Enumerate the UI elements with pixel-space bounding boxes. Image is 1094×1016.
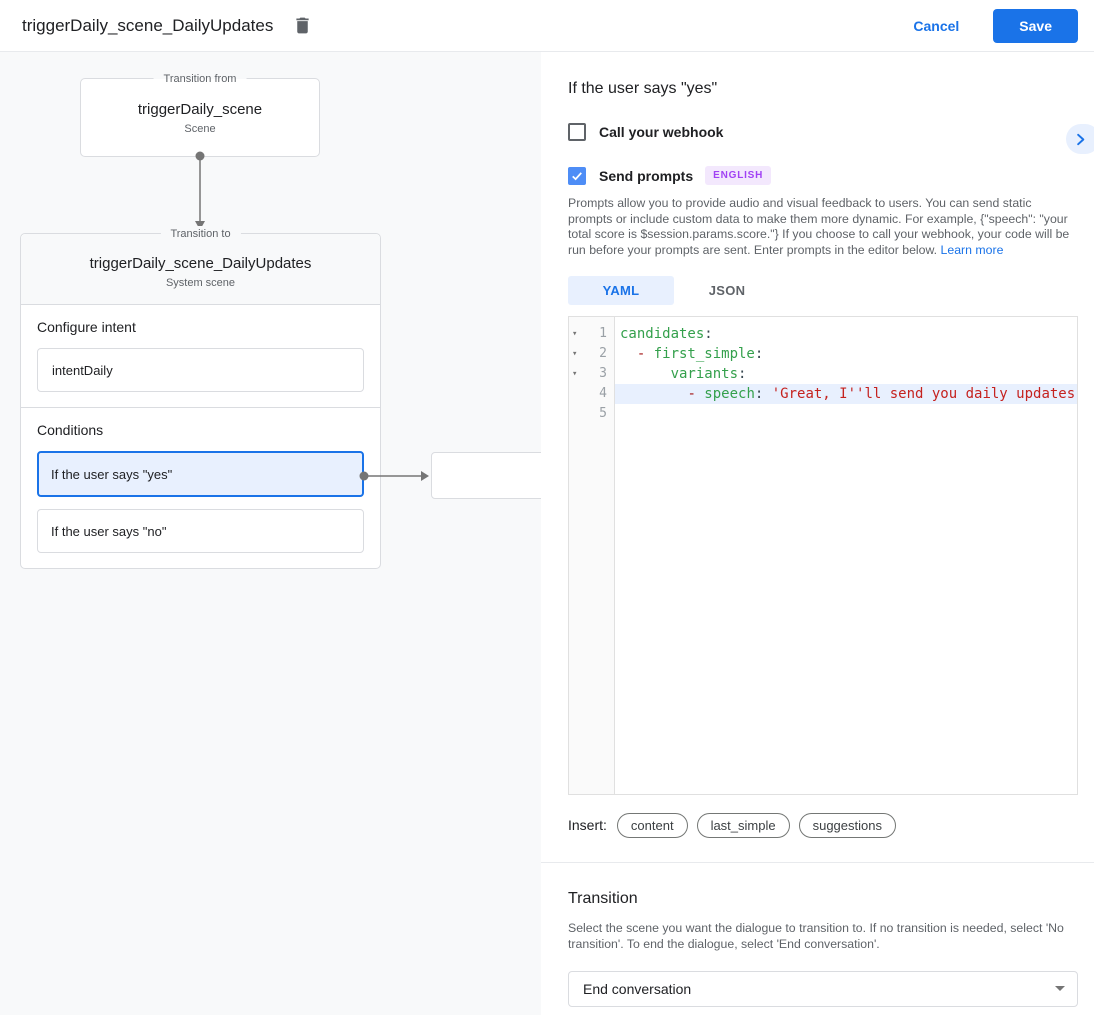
node-subtitle: Scene: [184, 122, 216, 135]
checkbox-label: Call your webhook: [599, 124, 724, 140]
description-text: Prompts allow you to provide audio and v…: [568, 196, 1070, 258]
fold-arrow-icon[interactable]: ▾: [572, 348, 578, 359]
insert-label: Insert:: [568, 817, 607, 834]
intent-field[interactable]: intentDaily: [37, 348, 364, 392]
checkbox-label: Send prompts: [599, 167, 694, 184]
insert-row: Insert: content last_simple suggestions: [568, 812, 1078, 838]
language-badge: ENGLISH: [705, 166, 772, 185]
transition-target-node[interactable]: [431, 452, 541, 499]
code-line: variants:: [670, 365, 747, 382]
condition-item-no[interactable]: If the user says "no": [37, 509, 364, 553]
section-label: Configure intent: [37, 319, 136, 335]
transition-title: Transition: [568, 889, 638, 907]
insert-chip-last-simple[interactable]: last_simple: [696, 812, 790, 838]
detail-panel: If the user says "yes" Call your webhook…: [541, 52, 1094, 1015]
delete-scene-button[interactable]: [289, 12, 316, 39]
conditions-section: Conditions If the user says "yes" If the…: [21, 407, 380, 568]
send-prompts-row: Send prompts ENGLISH: [568, 166, 1078, 185]
line-number: 4: [599, 385, 607, 401]
node-title: triggerDaily_scene_DailyUpdates: [89, 255, 312, 272]
transition-from-node[interactable]: Transition from triggerDaily_scene Scene: [80, 71, 320, 157]
fold-arrow-icon[interactable]: ▾: [572, 368, 578, 379]
save-button[interactable]: Save: [993, 8, 1078, 43]
code-line: [615, 404, 1077, 424]
code-editor[interactable]: ▾ 1 ▾ 2 ▾ 3 4 5 candidates: - first_simple: var…: [568, 315, 1078, 795]
check-icon: [570, 169, 584, 183]
fold-arrow-icon[interactable]: ▾: [572, 328, 578, 339]
chevron-right-icon: [1073, 132, 1088, 147]
node-title: triggerDaily_scene: [137, 100, 263, 118]
line-number: 5: [599, 405, 607, 421]
line-number: 2: [599, 345, 607, 361]
node-legend: Transition to: [160, 226, 241, 242]
tab-yaml[interactable]: YAML: [568, 275, 674, 305]
transition-select[interactable]: End conversation: [568, 970, 1078, 1007]
editor-tabs: YAML JSON: [568, 275, 1078, 305]
line-number: 3: [599, 365, 607, 381]
panel-title: If the user says "yes": [568, 80, 718, 97]
collapse-panel-button[interactable]: [1066, 124, 1094, 154]
scene-header: triggerDaily_scene_DailyUpdates System s…: [21, 234, 380, 305]
line-number: 1: [599, 325, 607, 341]
flow-arrow-down: [195, 151, 205, 230]
learn-more-link[interactable]: Learn more: [940, 243, 1004, 258]
flow-canvas: Transition from triggerDaily_scene Scene…: [0, 52, 541, 1015]
send-prompts-checkbox[interactable]: [568, 166, 586, 185]
flow-arrow-right: [359, 471, 429, 481]
section-divider: [541, 861, 1094, 863]
node-legend: Transition from: [153, 71, 247, 87]
editor-gutter: ▾ 1 ▾ 2 ▾ 3 4 5: [569, 316, 615, 794]
insert-chip-content[interactable]: content: [616, 812, 688, 838]
cancel-button[interactable]: Cancel: [913, 17, 960, 34]
transition-select-value: End conversation: [583, 980, 692, 997]
configure-intent-section: Configure intent intentDaily: [21, 305, 380, 407]
trash-icon: [292, 15, 313, 36]
code-line: - speech: 'Great, I''ll send you daily u…: [615, 383, 1077, 404]
node-subtitle: System scene: [165, 277, 236, 289]
page-title: triggerDaily_scene_DailyUpdates: [22, 15, 274, 35]
caret-down-icon: [1055, 986, 1065, 992]
webhook-checkbox[interactable]: [568, 123, 586, 141]
editor-code[interactable]: candidates: - first_simple: variants: - …: [615, 317, 1077, 794]
scene-node: Transition to triggerDaily_scene_DailyUp…: [20, 226, 381, 569]
condition-item-yes[interactable]: If the user says "yes": [37, 451, 364, 497]
code-line: - first_simple:: [636, 345, 764, 362]
webhook-row: Call your webhook: [568, 123, 1078, 141]
app-bar: triggerDaily_scene_DailyUpdates Cancel S…: [0, 0, 1094, 52]
prompts-description: Prompts allow you to provide audio and v…: [568, 196, 1078, 259]
transition-description: Select the scene you want the dialogue t…: [568, 920, 1064, 951]
section-label: Conditions: [37, 422, 104, 438]
insert-chip-suggestions[interactable]: suggestions: [798, 812, 896, 838]
tab-json[interactable]: JSON: [708, 282, 746, 298]
code-line: candidates:: [620, 325, 713, 342]
